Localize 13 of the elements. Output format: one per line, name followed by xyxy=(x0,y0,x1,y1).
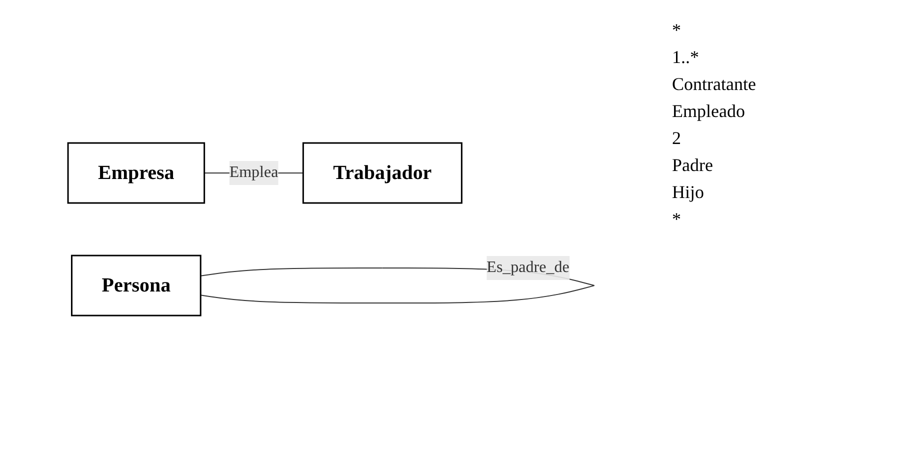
node-box: Empresa xyxy=(67,142,205,204)
role-label: 2 xyxy=(672,128,682,149)
edge-label: Emplea xyxy=(229,164,278,182)
edge-label: Es_padre_de xyxy=(486,259,570,276)
role-label: Padre xyxy=(672,155,714,176)
node-box: Trabajador xyxy=(302,142,462,204)
node-box: Persona xyxy=(70,255,202,317)
role-label: * xyxy=(672,20,682,41)
role-label: Empleado xyxy=(672,101,746,122)
role-label: Contratante xyxy=(672,74,757,95)
role-label: * xyxy=(672,209,682,230)
role-label: Hijo xyxy=(672,182,706,203)
role-label: 1..* xyxy=(672,47,700,68)
